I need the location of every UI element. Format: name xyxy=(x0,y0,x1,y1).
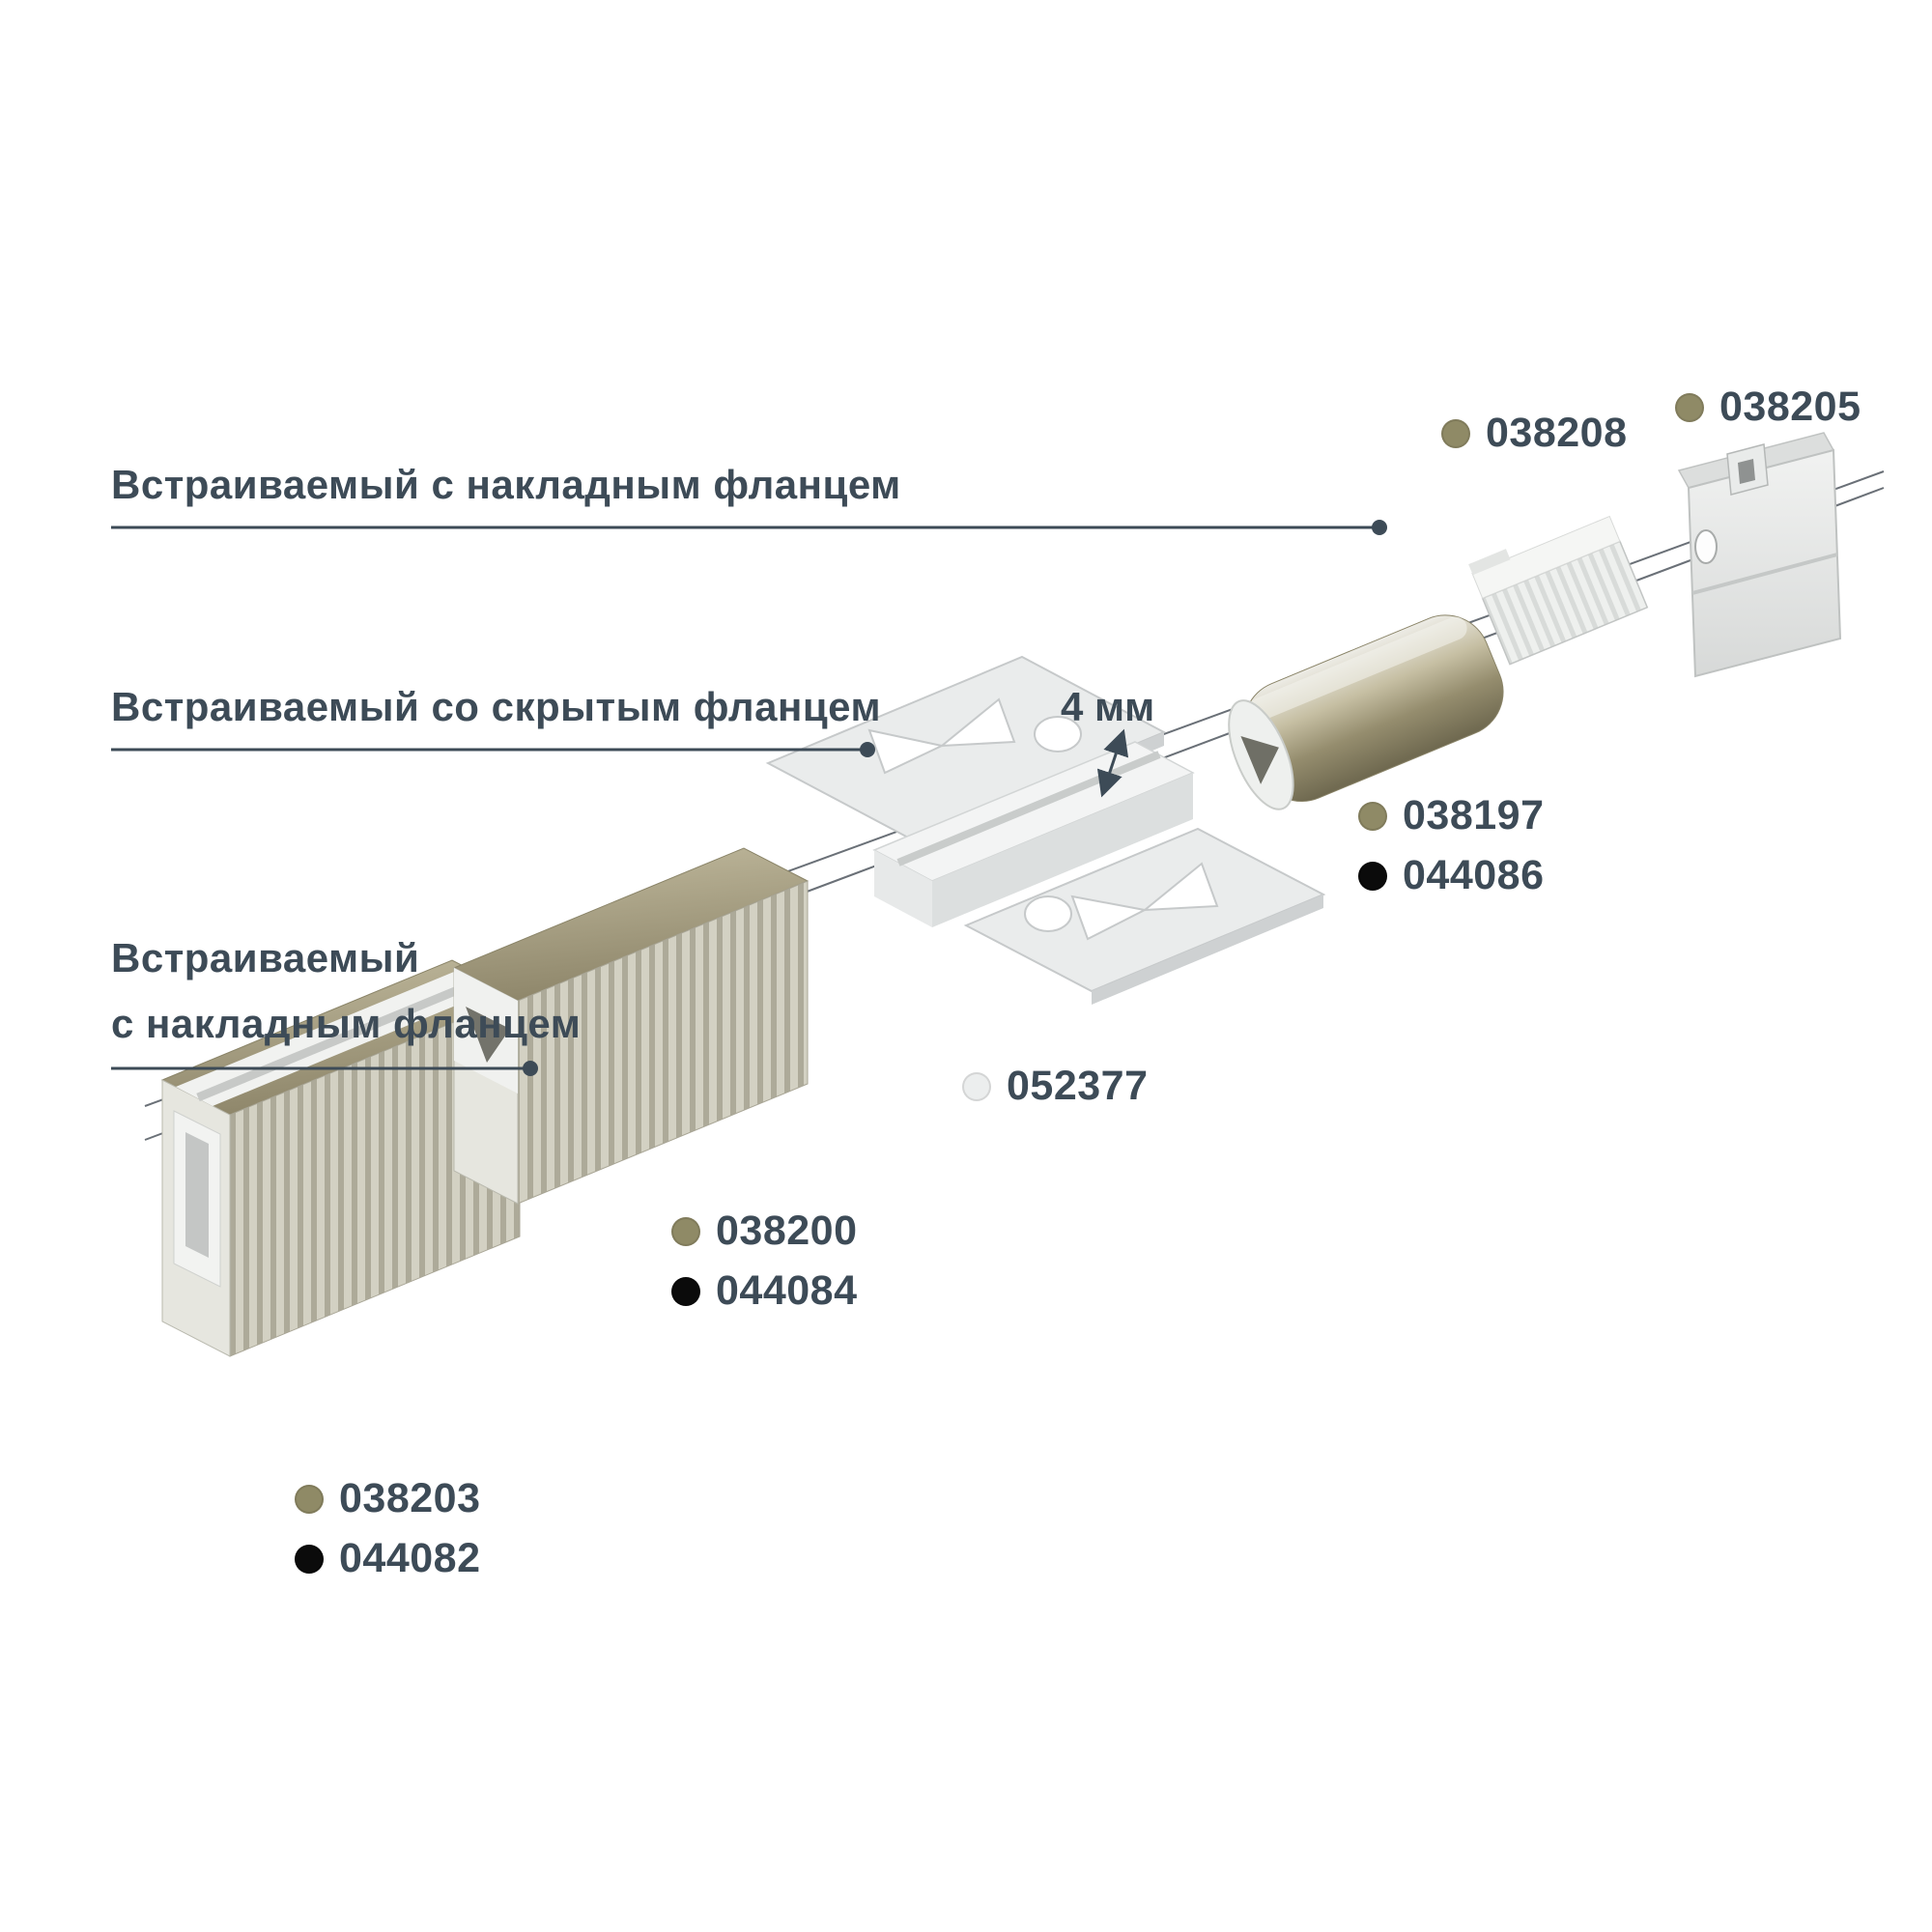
callout-label-surface-flange-top: Встраиваемый с накладным фланцем xyxy=(111,452,901,518)
part-code-label: 038197 xyxy=(1403,792,1545,838)
part-color-dot xyxy=(671,1216,700,1246)
part-label-052377: 052377 xyxy=(962,1063,1149,1110)
rail-end-face xyxy=(874,850,932,927)
flange-face xyxy=(1687,448,1842,678)
profile-round xyxy=(1228,614,1504,810)
callout-label-surface-flange-bottom: Встраиваемый с накладным фланцем xyxy=(111,925,581,1057)
profile-large-end-slot xyxy=(185,1132,209,1258)
end-cap-tab xyxy=(1468,549,1511,576)
part-color-dot xyxy=(1675,392,1704,422)
flange-plate xyxy=(1677,432,1842,678)
part-color-dot xyxy=(1358,801,1387,831)
plate-lower-x-cutout xyxy=(1070,862,1219,941)
part-label-038205: 038205 xyxy=(1675,384,1861,431)
part-label-044084: 044084 xyxy=(671,1267,858,1315)
end-cap-top-face xyxy=(1471,515,1621,599)
profile-corner-v-notch xyxy=(466,1007,510,1063)
profile-recessed-large xyxy=(160,959,522,1357)
part-label-038203: 038203 xyxy=(295,1475,481,1522)
part-code-label: 044082 xyxy=(339,1535,481,1581)
part-code-label: 044086 xyxy=(1403,852,1545,898)
callout-leaders xyxy=(111,520,1387,1076)
part-label-038208: 038208 xyxy=(1441,410,1628,457)
part-color-dot xyxy=(671,1276,700,1306)
callout-dot-2 xyxy=(860,742,875,757)
part-color-dot xyxy=(1358,861,1387,891)
profile-round-highlight xyxy=(1247,616,1467,722)
flange-clip-slot xyxy=(1738,459,1755,484)
part-color-dot xyxy=(295,1544,324,1574)
profile-round-v-notch xyxy=(1240,736,1279,784)
part-code-label: 044084 xyxy=(716,1267,858,1314)
part-label-044082: 044082 xyxy=(295,1535,481,1582)
profile-recessed-corner xyxy=(452,847,810,1205)
part-code-label: 038205 xyxy=(1719,384,1861,430)
end-cap-corner xyxy=(1468,515,1649,666)
flange-keyhole xyxy=(1694,529,1718,564)
part-label-038200: 038200 xyxy=(671,1208,858,1255)
part-color-dot xyxy=(1441,418,1470,448)
part-color-dot xyxy=(295,1484,324,1514)
plate-upper-hole xyxy=(1034,716,1082,753)
part-color-dot xyxy=(962,1071,991,1101)
callout-dot-1 xyxy=(1372,520,1387,535)
profile-large-channel-slot xyxy=(196,973,490,1102)
callout-text-3-line1: Встраиваемый xyxy=(111,935,420,980)
part-code-label: 038208 xyxy=(1486,410,1628,456)
part-label-044086: 044086 xyxy=(1358,852,1545,899)
part-label-038197: 038197 xyxy=(1358,792,1545,839)
mounting-plates xyxy=(765,655,1326,1005)
plate-lower-hole xyxy=(1024,895,1072,932)
part-code-label: 038200 xyxy=(716,1208,858,1254)
mounting-plate-lower xyxy=(963,827,1326,1005)
rail-front-face xyxy=(932,773,1193,927)
dimension-arrow xyxy=(1096,728,1129,798)
callout-text-3-line2: с накладным фланцем xyxy=(111,1001,582,1047)
part-code-label: 038203 xyxy=(339,1475,481,1521)
part-code-label: 052377 xyxy=(1007,1063,1149,1109)
plate-lower-edge xyxy=(1092,895,1323,1005)
callout-label-hidden-flange: Встраиваемый со скрытым фланцем xyxy=(111,674,881,740)
callout-dot-3 xyxy=(523,1061,538,1076)
callout-text-1: Встраиваемый с накладным фланцем xyxy=(111,462,901,507)
dimension-label: 4 мм xyxy=(1061,684,1155,729)
flange-groove xyxy=(1691,553,1838,595)
callout-text-2: Встраиваемый со скрытым фланцем xyxy=(111,684,882,729)
plate-upper-x-cutout xyxy=(867,697,1016,775)
